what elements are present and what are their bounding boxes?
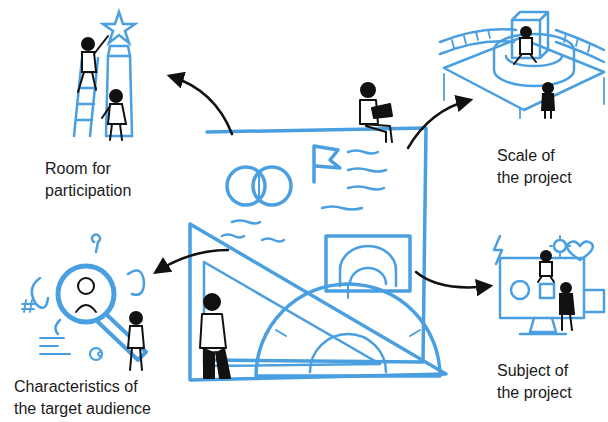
caption-label: Characteristics of the target audience [14,376,164,420]
person-head [521,27,531,37]
central-sketch [190,128,446,380]
tape-spiral [494,34,574,86]
person-body [78,36,108,92]
lightning [494,236,502,264]
caption-label: Scale of the project [497,145,577,189]
person-body [538,262,554,282]
arrow [170,76,232,134]
picture-arch [340,246,396,286]
subject-illustration [494,236,604,334]
text-squiggles [222,151,386,242]
person-head [78,278,94,294]
person-body [542,94,554,118]
protractor-inner [310,334,386,372]
gear-teeth [550,236,570,256]
audience-people [76,278,144,370]
venn-circle [253,167,291,205]
screen-square [540,284,554,298]
person-head [110,90,122,102]
protractor-ticks [276,286,420,336]
monitor-stand [520,318,566,334]
person-head [82,38,94,50]
venn-hatch [258,174,260,198]
heart [567,241,593,260]
person-head [561,283,571,293]
arrow [416,272,490,287]
arrows [156,76,490,287]
protractor [256,284,440,376]
person-book [372,104,392,118]
caption-label: Room for participation [45,158,155,202]
triangle-inner [204,262,380,366]
arrow [156,250,228,272]
person-body [514,38,536,64]
person-body [200,314,226,348]
gear [554,240,566,252]
person-head [130,312,142,324]
person-body [76,305,96,312]
subject-people [538,251,574,330]
scale-illustration [440,12,604,118]
data-lines [40,338,102,360]
person-legs [204,348,230,378]
person-body [560,294,574,330]
ground-plane [444,38,604,110]
person-head [204,294,220,310]
participation-illustration [74,12,135,136]
flag [314,146,340,182]
scale-people [514,27,554,118]
dimension-lines [444,74,604,118]
thought-blobs [32,235,144,334]
screen-circle [511,281,529,299]
caption-label: Subject of the project [497,360,587,404]
arrow [408,100,470,148]
audience-illustration [22,235,146,360]
person-head [543,83,553,93]
person-head [361,83,375,97]
participation-people [78,36,126,140]
hash-symbol [22,300,34,312]
person-body [128,326,144,370]
picture-frame [326,236,410,291]
person-body [102,104,126,140]
star [103,12,135,43]
person-head [541,251,551,261]
extra-screen [586,290,604,312]
person-legs [362,124,392,142]
triangle-ruler [190,224,446,380]
